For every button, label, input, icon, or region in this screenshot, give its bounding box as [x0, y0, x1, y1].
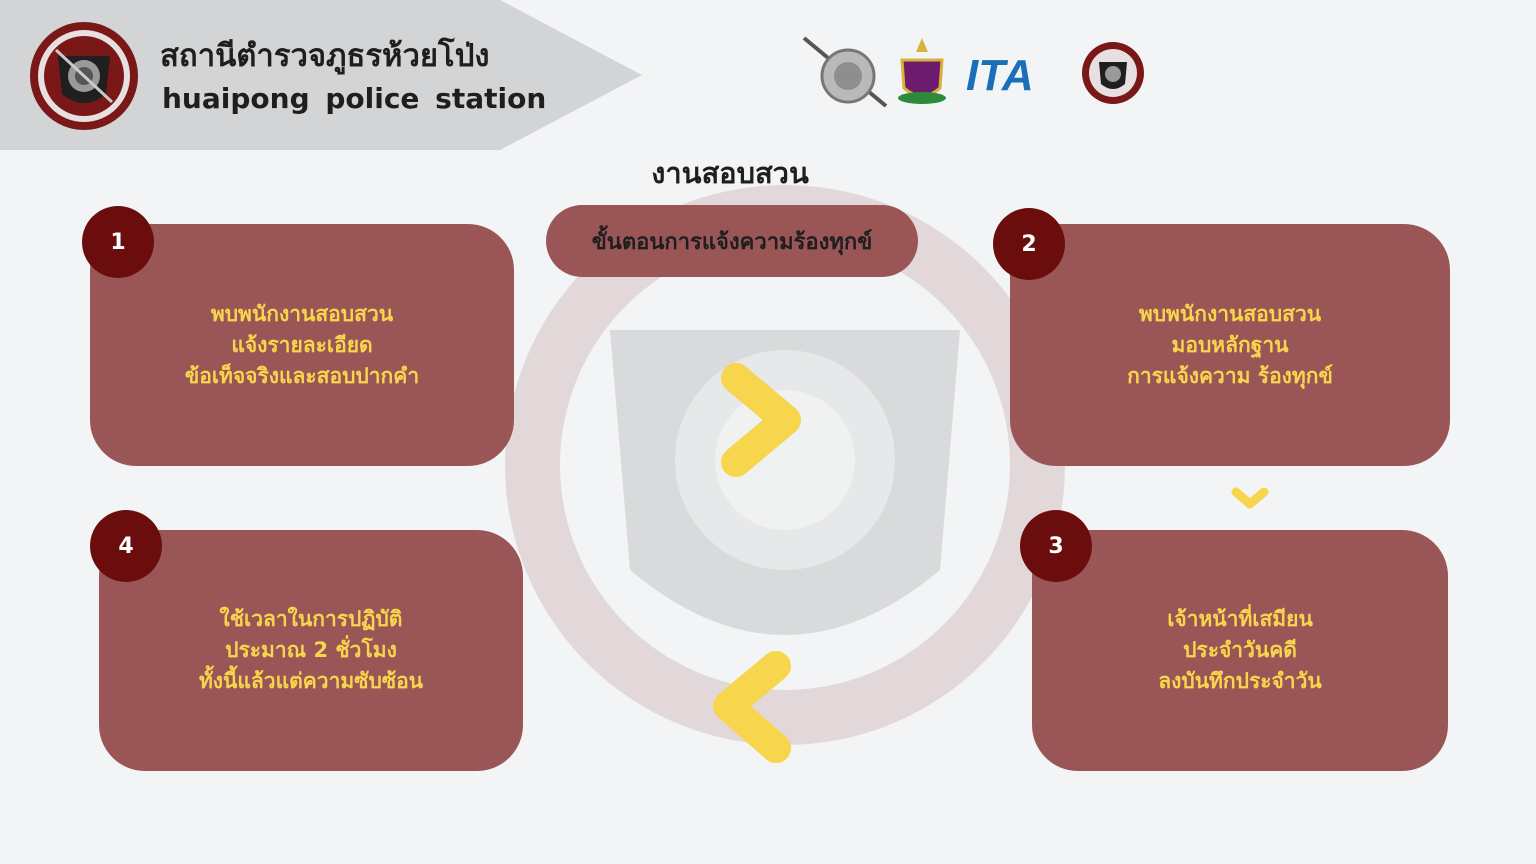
chevron-right-icon [721, 363, 801, 477]
partner-logos: ITA [800, 32, 1150, 112]
section-title: งานสอบสวน [651, 156, 809, 190]
station-name-thai: สถานีตำรวจภูธรห้วยโป่ง [160, 38, 490, 74]
station-logo [30, 22, 138, 130]
chevron-down-icon [1231, 487, 1269, 509]
step-card-1: พบพนักงานสอบสวน แจ้งรายละเอียด ข้อเท็จจร… [90, 224, 514, 466]
step-1-badge: 1 [82, 206, 154, 278]
step-3-badge: 3 [1020, 510, 1092, 582]
step-2-text: พบพนักงานสอบสวน มอบหลักฐาน การแจ้งความ ร… [1127, 301, 1333, 388]
police-insignia-logo [802, 36, 888, 108]
process-subtitle: ขั้นตอนการแจ้งความร้องทุกข์ [546, 205, 918, 277]
step-4-text: ใช้เวลาในการปฏิบัติ ประมาณ 2 ชั่วโมง ทั้… [198, 607, 424, 693]
ministry-crest-logo [898, 38, 946, 104]
step-card-3: เจ้าหน้าที่เสมียน ประจำวันคดี ลงบันทึกปร… [1032, 530, 1448, 771]
watermark-emblem [505, 185, 1065, 745]
step-card-4: ใช้เวลาในการปฏิบัติ ประมาณ 2 ชั่วโมง ทั้… [99, 530, 523, 771]
step-3-text: เจ้าหน้าที่เสมียน ประจำวันคดี ลงบันทึกปร… [1158, 607, 1322, 693]
ita-logo: ITA [966, 52, 1034, 96]
step-4-badge: 4 [90, 510, 162, 582]
step-card-2: พบพนักงานสอบสวน มอบหลักฐาน การแจ้งความ ร… [1010, 224, 1450, 466]
station-name-english: huaipong police station [162, 82, 547, 115]
station-badge-logo [1082, 42, 1144, 104]
svg-text:ITA: ITA [966, 52, 1034, 96]
chevron-left-icon [713, 651, 791, 763]
step-2-badge: 2 [993, 208, 1065, 280]
step-1-text: พบพนักงานสอบสวน แจ้งรายละเอียด ข้อเท็จจร… [184, 301, 420, 388]
